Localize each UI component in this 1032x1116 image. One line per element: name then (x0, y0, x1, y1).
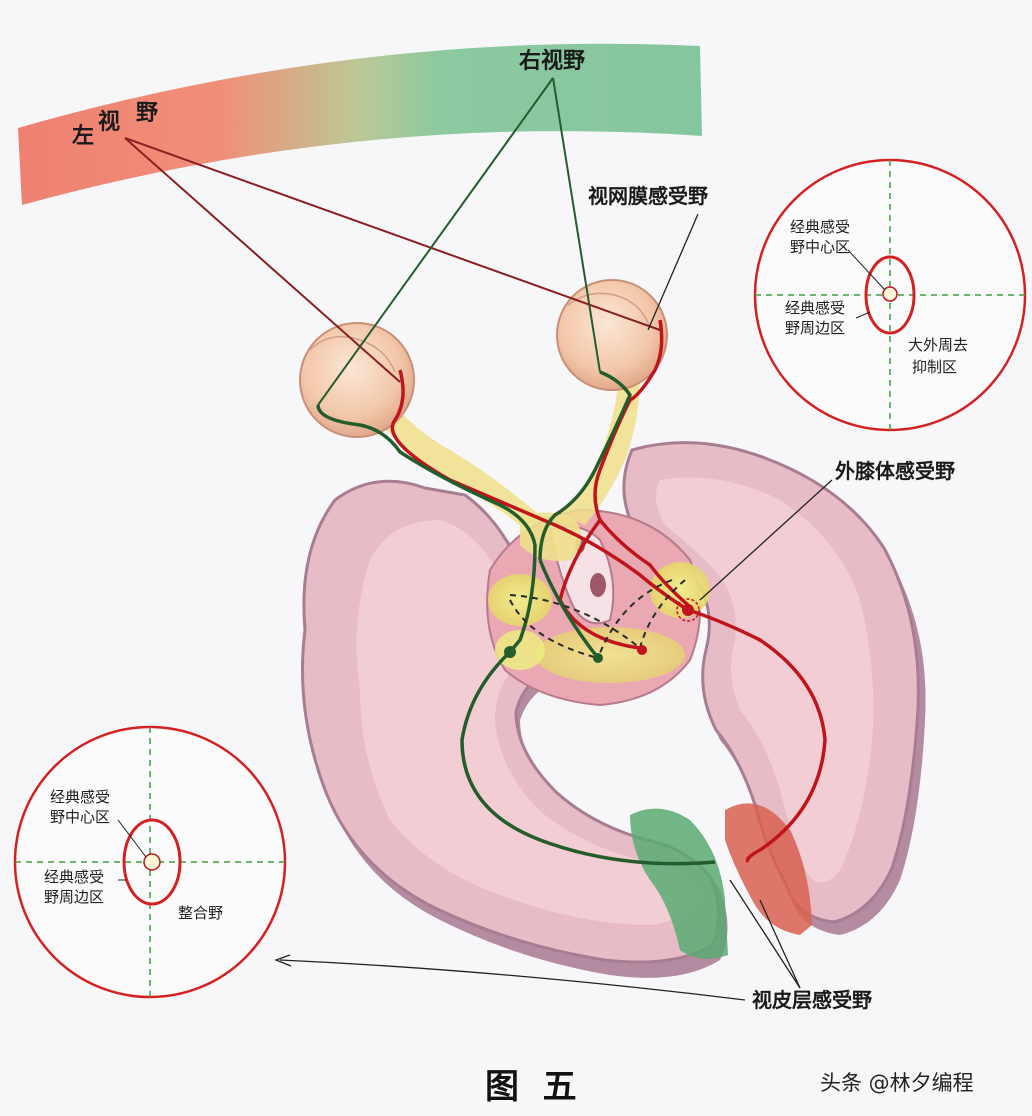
right-inset-outer-line1: 大外周去 (908, 336, 968, 354)
left-eye (299, 322, 415, 438)
cortex-right-area (725, 803, 812, 935)
leader-lines (274, 213, 833, 1001)
left-field-label-1: 左 (72, 123, 94, 149)
right-inset-periph-line1: 经典感受 (785, 299, 845, 317)
right-inset-periph-line2: 野周边区 (785, 319, 845, 337)
left-field-label-3: 野 (136, 101, 158, 126)
left-inset (13, 725, 287, 999)
right-field-rays (317, 77, 601, 406)
lgn-cells (504, 598, 700, 663)
left-inset-center-line2: 野中心区 (50, 808, 110, 826)
right-inset (753, 158, 1027, 432)
right-inset-center-line1: 经典感受 (790, 218, 850, 236)
left-inset-outer: 整合野 (178, 904, 223, 922)
right-inset-center-line2: 野中心区 (790, 238, 850, 256)
brain-section (301, 441, 926, 978)
right-inset-outer-line2: 抑制区 (912, 358, 957, 376)
right-visual-pathway (316, 370, 716, 866)
watermark: 头条 @林夕编程 (820, 1071, 974, 1095)
left-field-label-2: 视 (98, 109, 120, 135)
right-field-label: 右视野 (519, 48, 585, 74)
left-inset-periph-line2: 野周边区 (44, 888, 104, 906)
left-inset-center-line1: 经典感受 (50, 788, 110, 806)
figure-caption: 图 五 (485, 1067, 577, 1107)
retina-rf-label: 视网膜感受野 (588, 184, 708, 208)
cortex-rf-label: 视皮层感受野 (752, 988, 872, 1012)
visual-field-arc (18, 43, 702, 205)
left-inset-periph-line1: 经典感受 (44, 868, 104, 886)
right-eye (556, 279, 668, 391)
cortex-left-area (630, 808, 728, 959)
left-visual-pathway (390, 319, 827, 864)
lgn-dashed-connections (509, 579, 686, 659)
left-field-rays (124, 137, 661, 383)
lgn-rf-label: 外膝体感受野 (835, 459, 955, 483)
